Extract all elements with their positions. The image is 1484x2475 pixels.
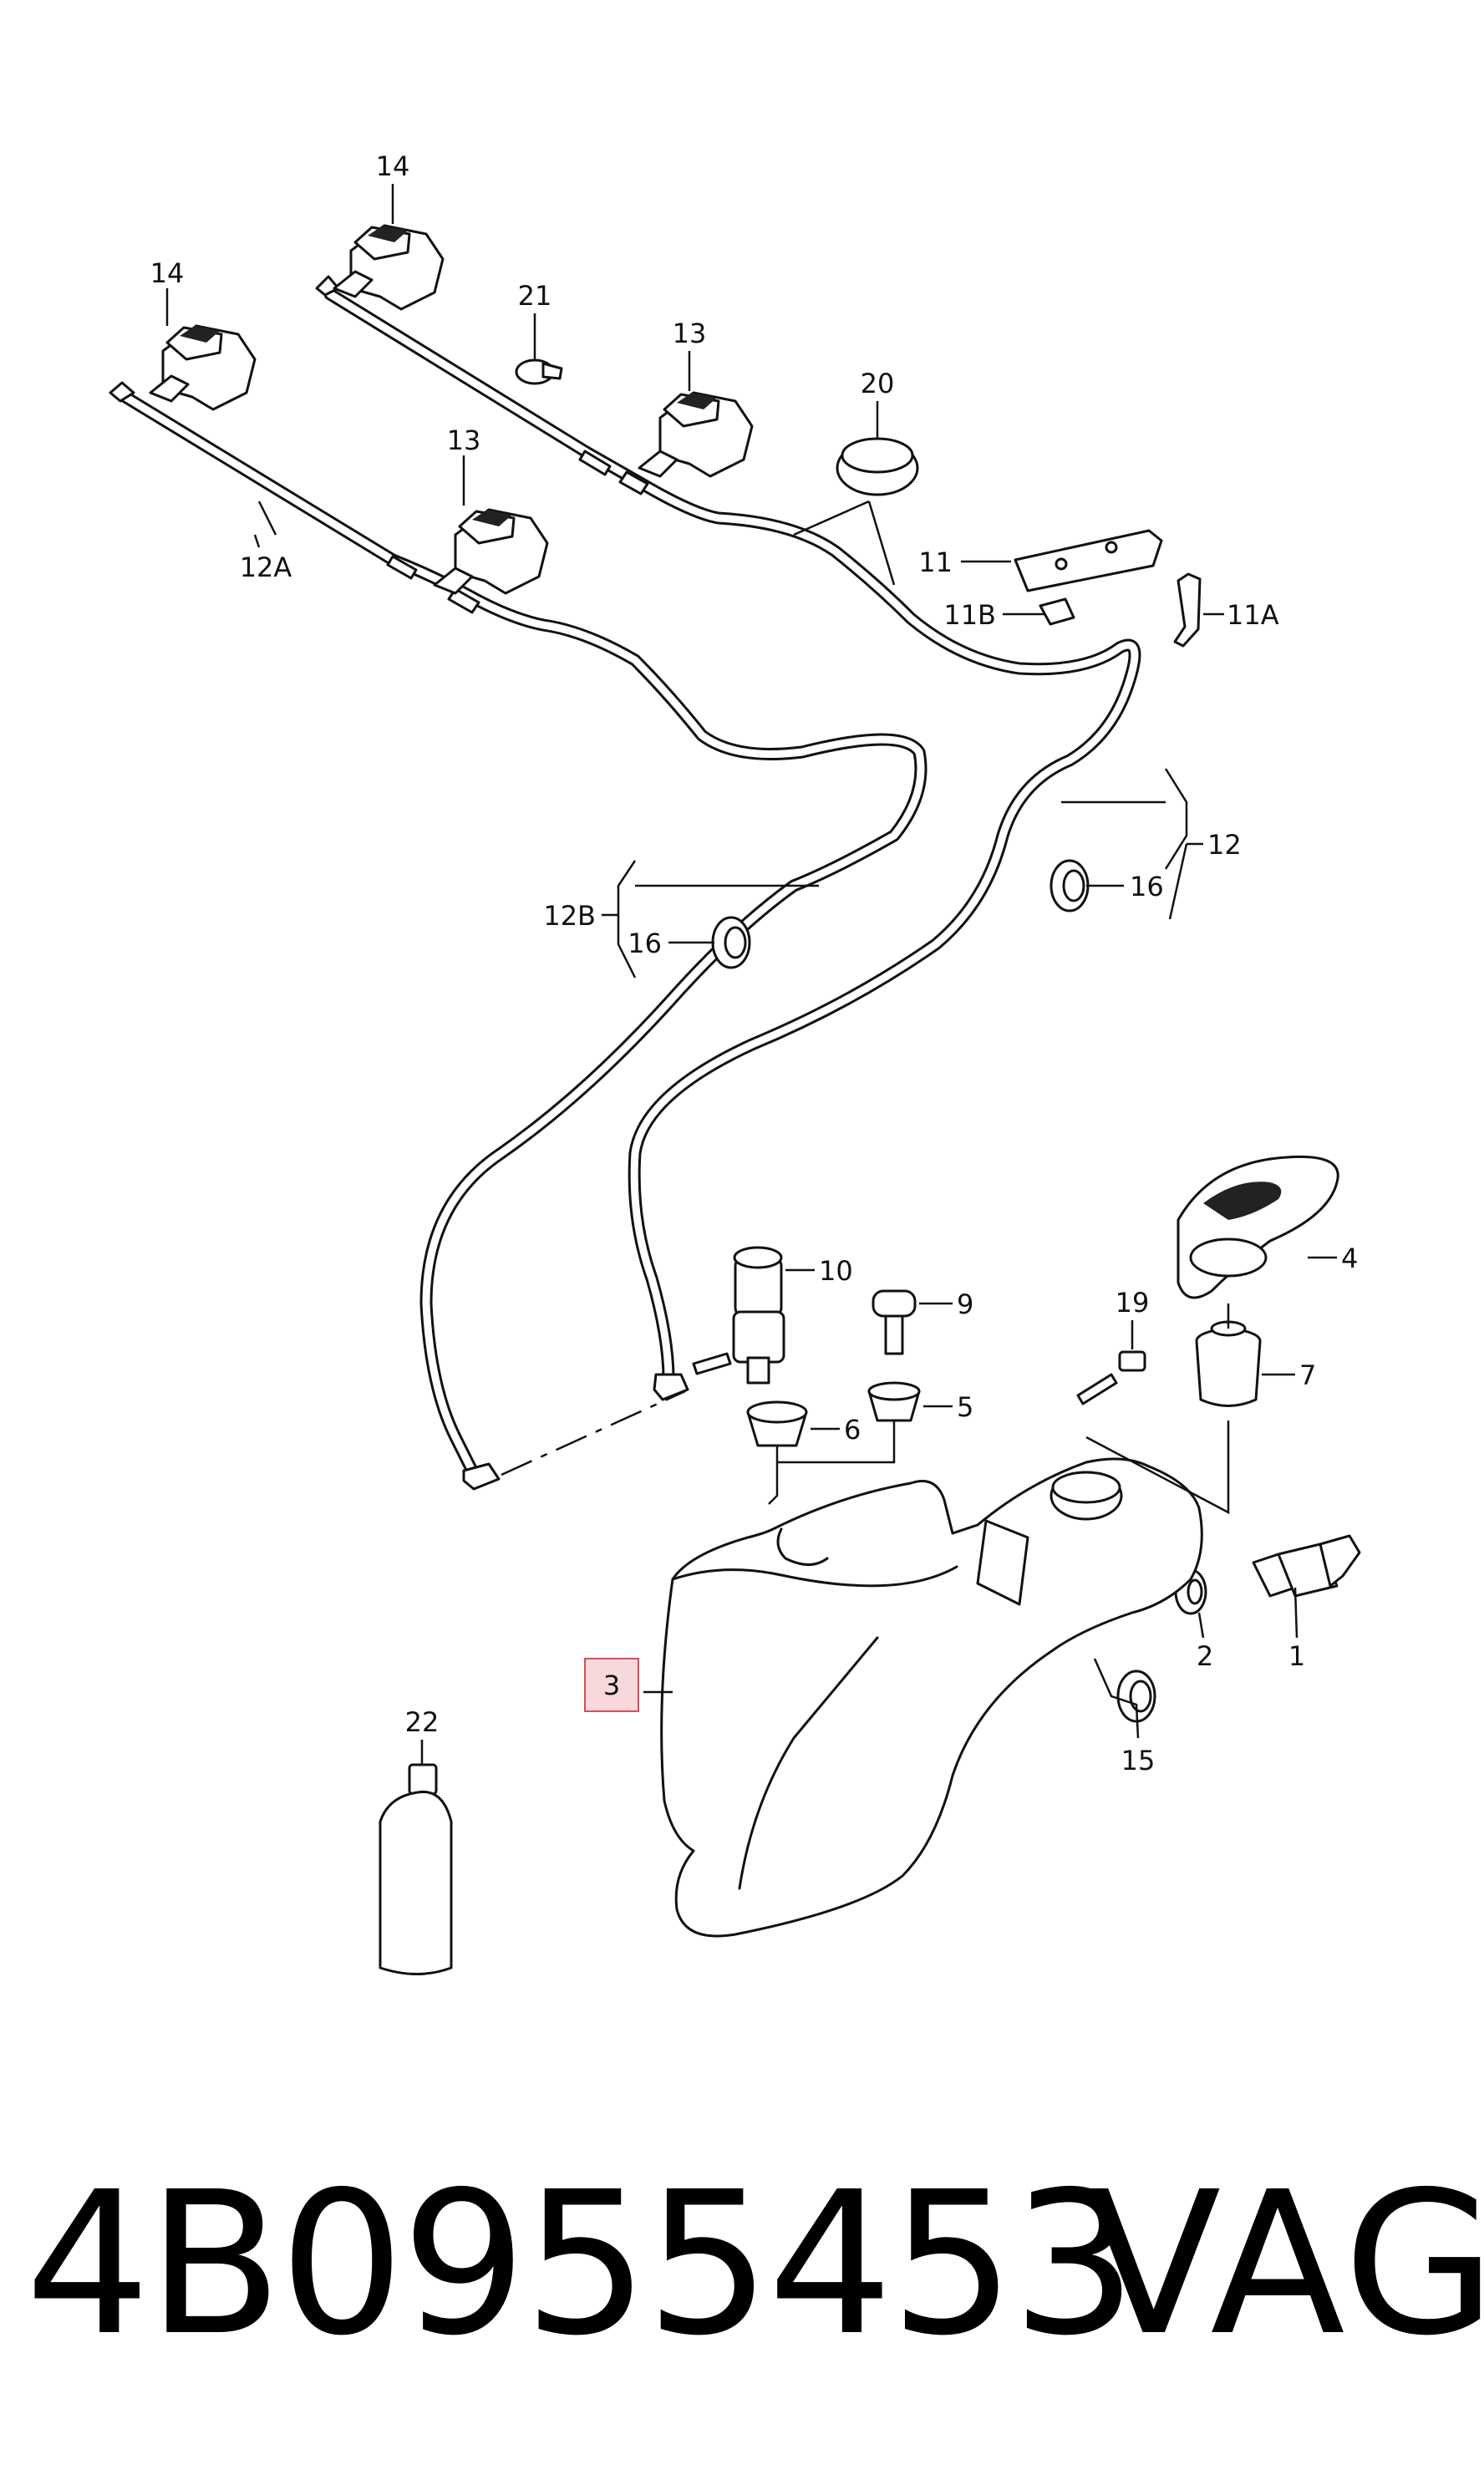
- clip-21: [515, 358, 563, 385]
- callout-1: 1: [1288, 1640, 1305, 1672]
- callout-12b: 12B: [543, 900, 596, 932]
- grommet-16-right: [1049, 859, 1090, 912]
- filler-cap-4: [1177, 1155, 1339, 1299]
- callout-12a: 12A: [240, 551, 292, 583]
- callout-16-left: 16: [628, 927, 662, 959]
- callout-11a: 11A: [1227, 599, 1279, 631]
- footer: 4B0955453 VAG: [0, 2139, 1484, 2390]
- callout-7: 7: [1299, 1359, 1316, 1391]
- bottle-22: [379, 1763, 453, 1975]
- callout-13-top: 13: [673, 318, 707, 349]
- callout-16-right: 16: [1130, 871, 1164, 902]
- callout-3-highlight: [584, 1658, 639, 1712]
- bracket-11: [1014, 529, 1163, 592]
- callout-6: 6: [844, 1414, 861, 1446]
- callout-15: 15: [1121, 1745, 1156, 1776]
- cap-20: [836, 437, 919, 496]
- callout-11: 11: [918, 546, 953, 578]
- callout-3: 3: [603, 1669, 620, 1701]
- strainer-7: [1195, 1320, 1262, 1407]
- callout-2: 2: [1197, 1640, 1213, 1672]
- callout-20: 20: [861, 368, 895, 399]
- part-number: 4B0955453: [25, 2149, 1137, 2379]
- callout-14-top: 14: [376, 150, 410, 182]
- brand-name: VAG: [1086, 2149, 1484, 2379]
- callout-4: 4: [1341, 1243, 1358, 1274]
- callout-10: 10: [819, 1255, 853, 1287]
- pump-10: [692, 1246, 785, 1385]
- nozzle-13-left: [433, 508, 549, 595]
- callout-19: 19: [1116, 1287, 1150, 1319]
- sensor-1: [1252, 1534, 1361, 1598]
- leader-lines: [165, 184, 1337, 1765]
- callout-22: 22: [405, 1706, 440, 1738]
- callout-labels: 14 14 21 13 20 13 12A 11 11B 11A 12 16 1…: [150, 150, 1359, 1776]
- callout-13-left: 13: [447, 424, 481, 456]
- callout-5: 5: [957, 1391, 973, 1423]
- nozzle-13-top: [638, 391, 754, 478]
- bolt-19: [1076, 1350, 1146, 1405]
- nozzle-14-top: [333, 224, 445, 311]
- callout-12: 12: [1207, 829, 1242, 861]
- seal-9: [872, 1289, 917, 1355]
- callout-11b: 11B: [943, 599, 996, 631]
- hose-set-12: [109, 275, 1141, 1491]
- callout-21: 21: [518, 280, 552, 312]
- grommet-5: [867, 1381, 921, 1422]
- reservoir-3: [660, 1457, 1203, 1938]
- callout-14-left: 14: [150, 257, 185, 289]
- nozzle-14-left: [149, 324, 257, 411]
- clip-11b: [1039, 597, 1075, 626]
- grommet-16-left: [711, 916, 751, 969]
- callout-9: 9: [957, 1288, 973, 1320]
- clip-11a: [1173, 572, 1202, 648]
- grommet-6: [746, 1400, 808, 1447]
- grommet-15: [1116, 1669, 1156, 1723]
